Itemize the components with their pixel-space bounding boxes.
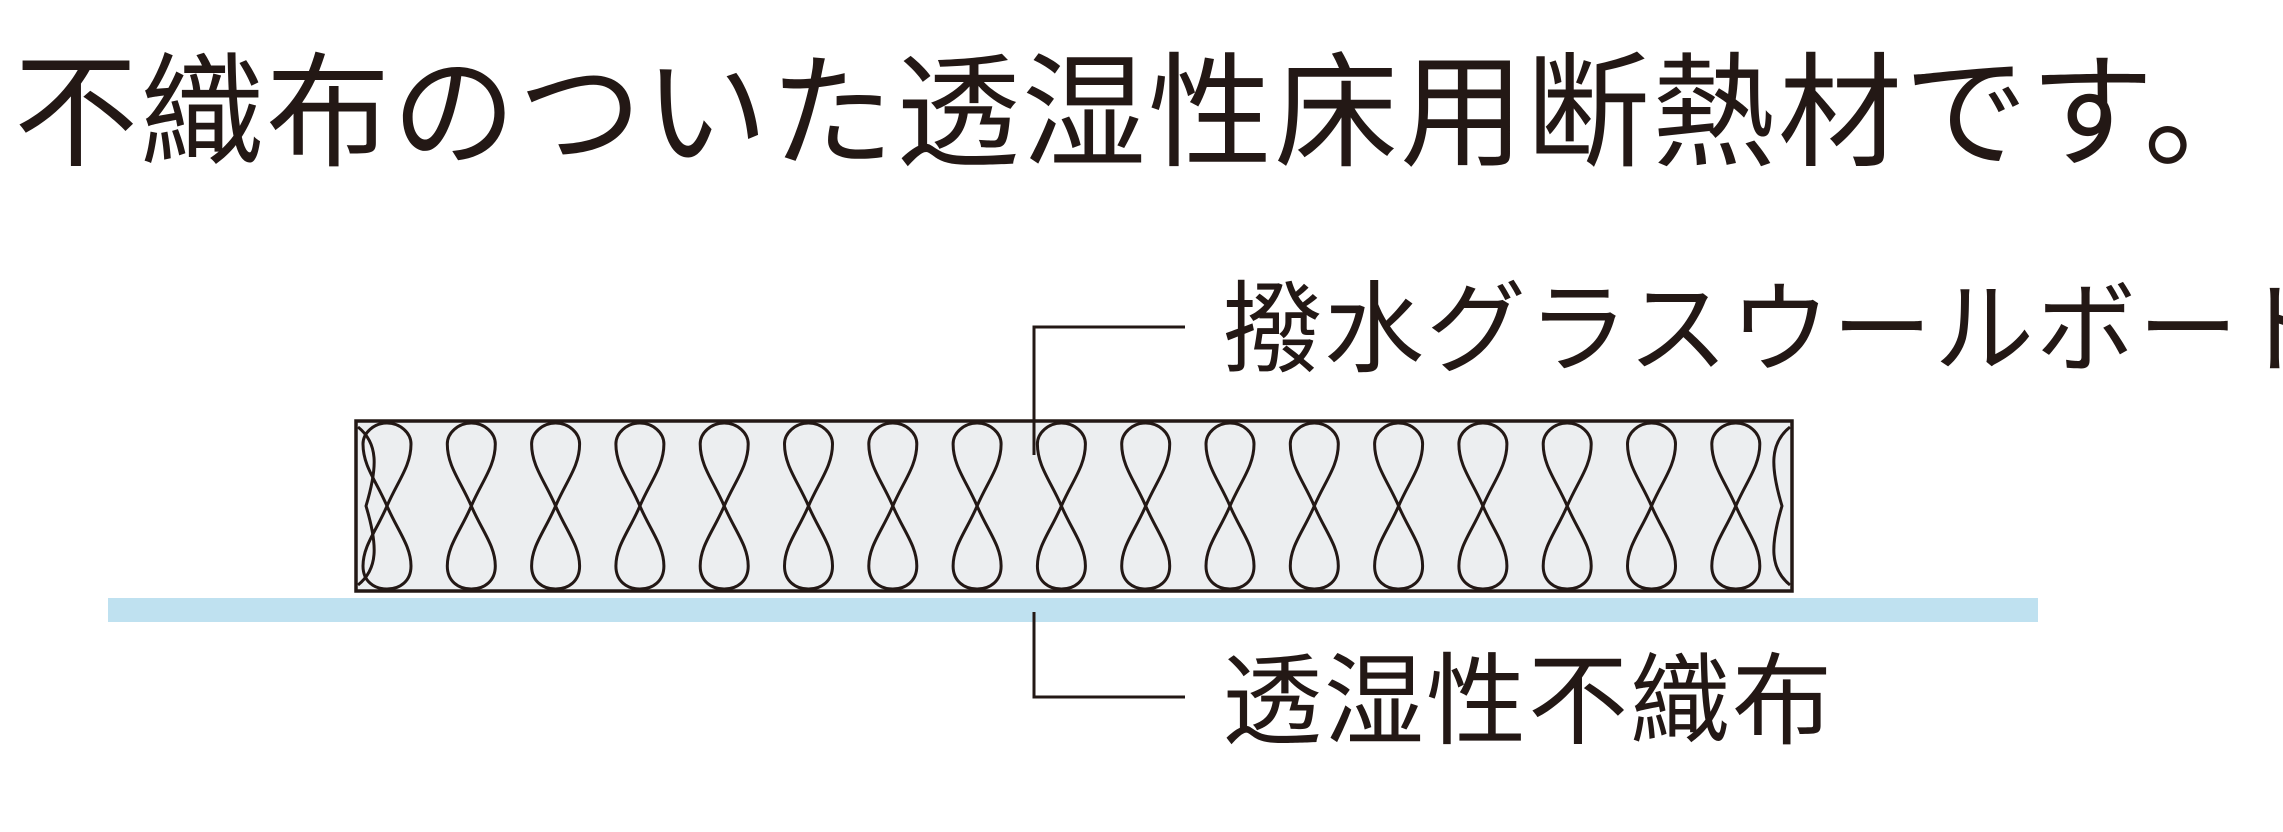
- board-leader-line: [1032, 325, 1185, 455]
- fiber-edge-loop: [357, 425, 376, 587]
- fiber-loop: [1204, 421, 1256, 591]
- glass-wool-board: [354, 419, 1794, 593]
- fiber-loop: [1373, 421, 1425, 591]
- fiber-loop: [951, 421, 1003, 591]
- fiber-loop: [782, 421, 835, 591]
- fiber-loop: [1457, 421, 1509, 591]
- fiber-loop: [1541, 421, 1593, 591]
- fiber-loop: [1710, 421, 1762, 591]
- fiber-loop: [1625, 421, 1678, 591]
- fiber-loop: [1035, 421, 1087, 591]
- fiber-loop: [445, 421, 497, 591]
- fiber-loop: [698, 421, 750, 591]
- board-label: 撥水グラスウールボード: [1222, 271, 2283, 388]
- glass-wool-fibers: [357, 421, 1791, 591]
- fiber-loop: [1288, 421, 1340, 591]
- board-outline: [354, 419, 1794, 593]
- board-fill: [356, 421, 1792, 591]
- fabric-label: 透湿性不織布: [1222, 643, 1834, 760]
- page-title: 不織布のついた透湿性床用断熱材です。: [14, 42, 2270, 186]
- fiber-loop: [1120, 421, 1172, 591]
- fiber-loop: [530, 421, 582, 591]
- fiber-loop: [614, 421, 666, 591]
- fiber-edge-loop: [1772, 425, 1791, 587]
- fiber-loop: [867, 421, 919, 591]
- fabric-leader-line: [1032, 612, 1185, 699]
- fabric-layer: [108, 598, 2038, 622]
